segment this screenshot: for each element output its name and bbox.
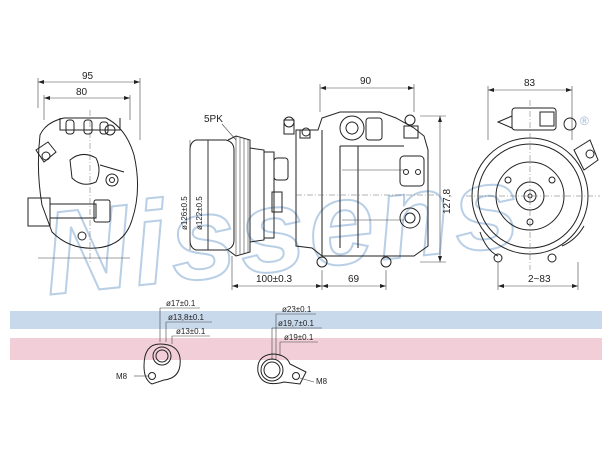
pulley-type-label: 5PK bbox=[204, 114, 223, 125]
fitting-detail-right: ø23±0.1 ø19,7±0.1 ø19±0.1 M8 bbox=[257, 305, 328, 386]
fitting-right-d2: ø19,7±0.1 bbox=[278, 319, 315, 328]
fitting-left-d1: ø17±0.1 bbox=[166, 299, 196, 308]
fitting-right-d3: ø19±0.1 bbox=[284, 333, 314, 342]
fitting-left-d2: ø13,8±0.1 bbox=[168, 313, 205, 322]
pulley-view: 5PK ø126±0.5 ø122±0.5 bbox=[180, 114, 289, 257]
fitting-right-d1: ø23±0.1 bbox=[282, 305, 312, 314]
watermark-registered: ® bbox=[580, 114, 589, 128]
dim-83: 83 bbox=[524, 78, 536, 89]
fitting-left-thread: M8 bbox=[116, 372, 128, 381]
fitting-detail-left: ø17±0.1 ø13,8±0.1 ø13±0.1 M8 bbox=[116, 299, 212, 385]
pink-band bbox=[10, 338, 602, 360]
dim-80: 80 bbox=[76, 87, 88, 98]
side-view: 95 80 bbox=[27, 71, 141, 262]
dim-95: 95 bbox=[82, 71, 94, 82]
front-view: 83 2~83 bbox=[466, 78, 600, 290]
body-view: 90 127,8 bbox=[231, 76, 453, 290]
dim-127-8: 127,8 bbox=[442, 189, 453, 214]
blue-band bbox=[10, 311, 602, 329]
fitting-right-thread: M8 bbox=[316, 377, 328, 386]
pulley-dia-122: ø122±0.5 bbox=[195, 196, 204, 230]
dim-100: 100±0.3 bbox=[256, 274, 293, 285]
dim-2-83: 2~83 bbox=[528, 274, 551, 285]
dim-90: 90 bbox=[360, 76, 372, 87]
pulley-dia-126: ø126±0.5 bbox=[180, 196, 189, 230]
fitting-left-d3: ø13±0.1 bbox=[176, 327, 206, 336]
dim-69: 69 bbox=[348, 274, 360, 285]
watermark-text: Nissens bbox=[37, 139, 529, 321]
